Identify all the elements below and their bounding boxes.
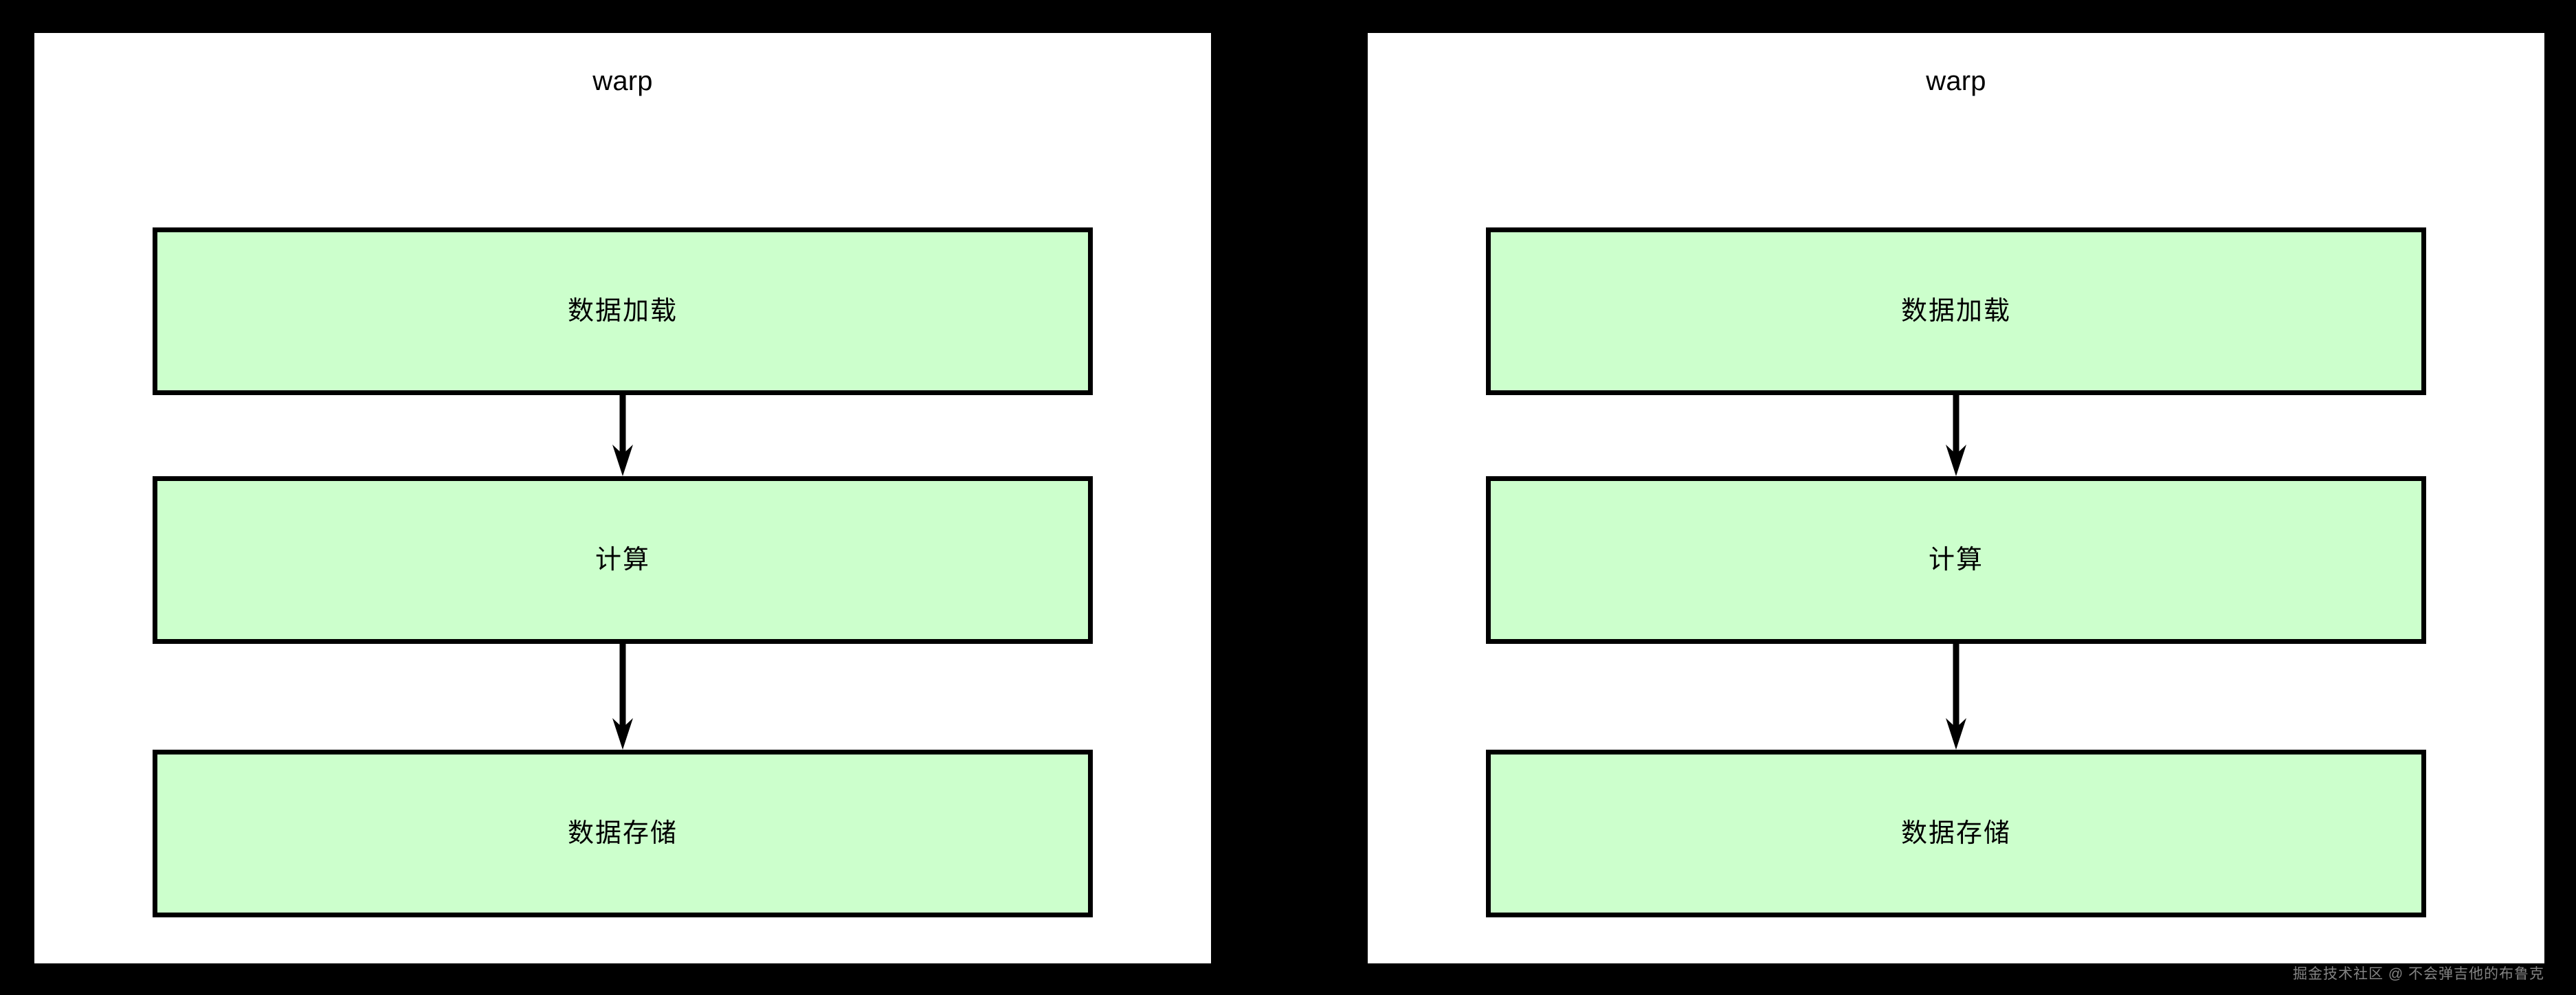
node-label: 数据加载 [1900, 297, 2011, 326]
arrow-down-icon [612, 395, 633, 476]
node-label: 计算 [1928, 546, 1984, 574]
warp-panel-left: warp 数据加载 计算 数据存储 [34, 33, 1211, 963]
node-label: 数据存储 [1900, 819, 2011, 848]
flow-stack-left: 数据加载 计算 数据存储 [153, 194, 1093, 917]
arrow-down-load-to-compute-right [1945, 395, 1967, 476]
node-data-store-right[interactable]: 数据存储 [1486, 750, 2426, 917]
panel-title-right: warp [1926, 66, 1986, 96]
flow-stack-right: 数据加载 计算 数据存储 [1486, 194, 2426, 917]
arrow-down-icon [1946, 395, 1966, 476]
watermark: 掘金技术社区 @ 不会弹吉他的布鲁克 [2293, 966, 2544, 982]
arrow-down-load-to-compute-left [612, 395, 634, 476]
arrow-down-icon [612, 644, 633, 750]
node-label: 数据加载 [567, 297, 678, 326]
node-data-load-left[interactable]: 数据加载 [153, 227, 1093, 395]
node-label: 计算 [595, 546, 650, 574]
panel-title-left: warp [592, 66, 653, 96]
arrow-down-compute-to-store-left [612, 644, 634, 750]
node-data-load-right[interactable]: 数据加载 [1486, 227, 2426, 395]
node-label: 数据存储 [567, 819, 678, 848]
node-compute-left[interactable]: 计算 [153, 476, 1093, 644]
node-compute-right[interactable]: 计算 [1486, 476, 2426, 644]
arrow-down-compute-to-store-right [1945, 644, 1967, 750]
warp-panel-right: warp 数据加载 计算 数据存储 [1368, 33, 2544, 963]
node-data-store-left[interactable]: 数据存储 [153, 750, 1093, 917]
arrow-down-icon [1946, 644, 1966, 750]
